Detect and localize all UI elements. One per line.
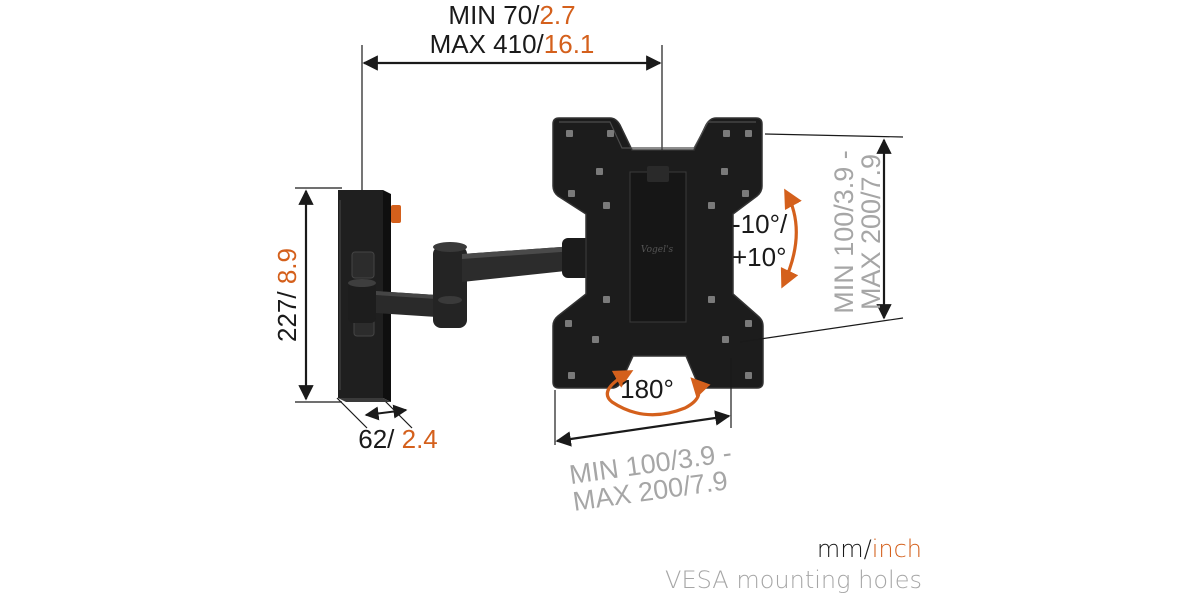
height-label: 227/ 8.9 xyxy=(272,248,302,342)
tv-bracket-plate: Vogel's xyxy=(552,117,764,389)
depth-arrow xyxy=(364,404,408,421)
depth-dimension: 62/ 2.4 xyxy=(336,397,438,454)
unit-legend-label: mm/inch xyxy=(817,535,922,563)
top-width-dimension: MIN 70/2.7 MAX 410/16.1 xyxy=(361,0,663,190)
tilt-indicator: -10°/ +10° xyxy=(732,188,802,289)
locking-clip xyxy=(391,205,401,223)
height-dimension: 227/ 8.9 xyxy=(272,187,342,403)
vesa-vertical-min-label: MIN 100/3.9 - xyxy=(829,150,859,314)
tilt-arrow xyxy=(780,188,802,289)
vesa-vertical-max-label: MAX 200/7.9 xyxy=(856,154,886,310)
swing-arm xyxy=(348,238,594,328)
vesa-vertical-dimension: MIN 100/3.9 - MAX 200/7.9 xyxy=(739,133,904,343)
vesa-horizontal-arrow xyxy=(555,410,731,447)
vesa-legend-caption: VESA mounting holes xyxy=(665,566,922,594)
brand-logo: Vogel's xyxy=(641,245,674,255)
rotation-label: 180° xyxy=(620,374,674,404)
tilt-label-top: -10°/ xyxy=(732,209,788,239)
top-width-max-label: MAX 410/16.1 xyxy=(430,29,595,59)
top-width-min-label: MIN 70/2.7 xyxy=(448,0,575,30)
tilt-label-bottom: +10° xyxy=(732,242,787,272)
vesa-holes xyxy=(565,130,752,379)
rotation-indicator: 180° xyxy=(605,370,711,417)
unit-legend: mm/inch VESA mounting holes xyxy=(665,535,922,594)
depth-label: 62/ 2.4 xyxy=(358,424,438,454)
